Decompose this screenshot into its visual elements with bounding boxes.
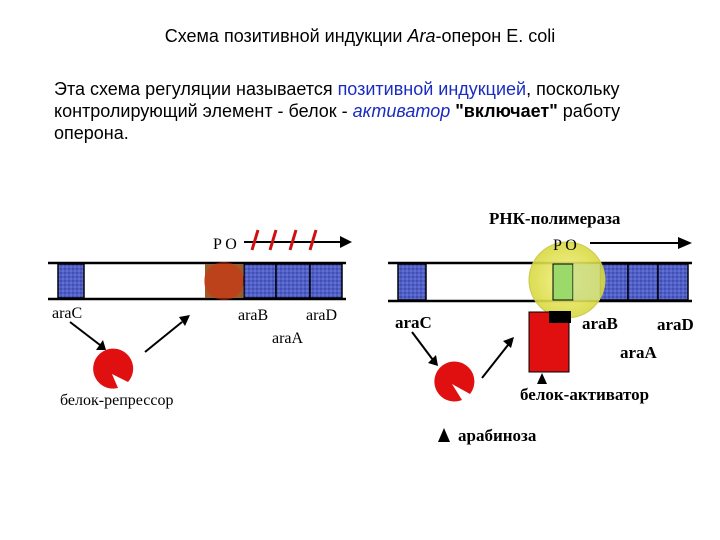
transcription-arrowhead <box>340 236 352 248</box>
block-mark <box>290 230 296 250</box>
transcription-arrowhead <box>678 237 692 249</box>
arabinose-label: арабиноза <box>458 426 537 445</box>
po-label: P O <box>213 236 237 253</box>
polymerase-label: РНК-полимераза <box>489 209 621 228</box>
arabinose-bound <box>537 373 547 384</box>
activator-binding-site <box>549 311 571 323</box>
repressor-label: белок-репрессор <box>60 392 173 409</box>
araa-label: araA <box>620 343 658 362</box>
arac-label: araC <box>395 313 432 332</box>
expression-arrow <box>70 322 100 345</box>
repressor-protein <box>93 349 133 389</box>
expression-arrow <box>412 332 433 360</box>
arad-label: araD <box>657 315 694 334</box>
arab-gene <box>244 264 276 298</box>
operator-region <box>553 264 573 300</box>
arac-gene <box>398 264 426 300</box>
free-activator-protein <box>434 362 474 402</box>
block-mark <box>310 230 316 250</box>
arabinose-molecule <box>438 428 450 442</box>
left-diagram: P O araC araB araD araA белок-репрессор <box>48 230 352 409</box>
binding-arrowhead <box>503 337 514 348</box>
activator-label: белок-активатор <box>520 385 649 404</box>
arad-gene <box>658 264 688 300</box>
binding-arrow <box>145 322 182 352</box>
arac-label: araC <box>52 305 82 322</box>
block-mark <box>252 230 258 250</box>
araa-gene <box>276 264 310 298</box>
po-label: P O <box>553 237 577 254</box>
block-mark <box>270 230 276 250</box>
binding-arrow <box>482 345 508 378</box>
arad-label: araD <box>306 307 337 324</box>
araa-label: araA <box>272 330 304 347</box>
arac-gene <box>58 264 84 298</box>
arad-gene <box>310 264 342 298</box>
arab-label: araB <box>238 307 268 324</box>
expression-arrowhead <box>96 340 106 350</box>
right-diagram: РНК-полимераза P O araC araB araD araA <box>388 209 694 445</box>
araa-gene <box>628 264 658 300</box>
promoter-region <box>573 264 600 300</box>
bound-repressor <box>204 262 244 300</box>
arab-label: araB <box>582 314 618 333</box>
